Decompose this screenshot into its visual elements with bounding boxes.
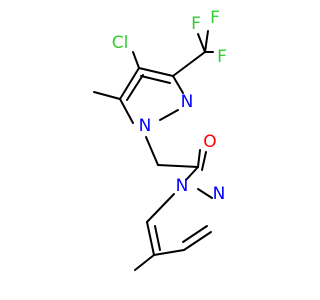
atom-cl: Cl [112,33,129,53]
bond-carbonyl-o-second [201,151,207,171]
bond-c3-cf3 [172,51,206,77]
molecule-diagram: Cl F F F N N O N N [93,8,227,271]
bond-cf3-f2 [204,30,209,53]
bond-n1-c5 [119,98,134,124]
bond-ch2-carbonyl [157,164,199,168]
atom-f3: F [217,47,227,67]
atom-f2: F [210,8,220,28]
bond-c4b-methyl [134,254,155,271]
bond-n1-ch2 [145,136,159,166]
bond-c5-c4 [119,67,140,100]
bond-c4-c3 [138,67,174,77]
molecule-structure: Cl F F F N N O N N [93,8,227,271]
atom-n1: N [139,116,152,136]
bond-carbonyl-o [197,149,201,168]
bonds [93,30,214,271]
bond-n2b-n1b [197,188,213,199]
bond-n2-n1 [159,109,179,121]
bond-c5b-c4b-inner [154,225,161,251]
bond-c4-c3-inner [140,75,171,84]
atom-n2b: N [213,184,226,204]
atom-n2: N [181,92,194,112]
atom-labels: Cl F F F N N O N N [112,8,227,204]
bond-c5-c4-inner [126,74,144,101]
bond-c3b-n2b [183,231,212,251]
bond-n1b-c5b [146,193,175,223]
bond-c5-methyl [93,91,121,100]
atom-o: O [203,132,216,152]
bond-c3-n2 [172,75,184,94]
bond-cf3-f1 [197,33,206,53]
atom-f1: F [191,14,201,34]
bond-carbonyl-n [185,166,199,181]
bond-c5b-c4b [146,221,155,256]
bond-c4b-c3b [153,249,185,256]
bond-c3b-n2b-inner [182,225,208,243]
bond-c4-cl [132,51,140,69]
atom-n1b: N [176,176,189,196]
